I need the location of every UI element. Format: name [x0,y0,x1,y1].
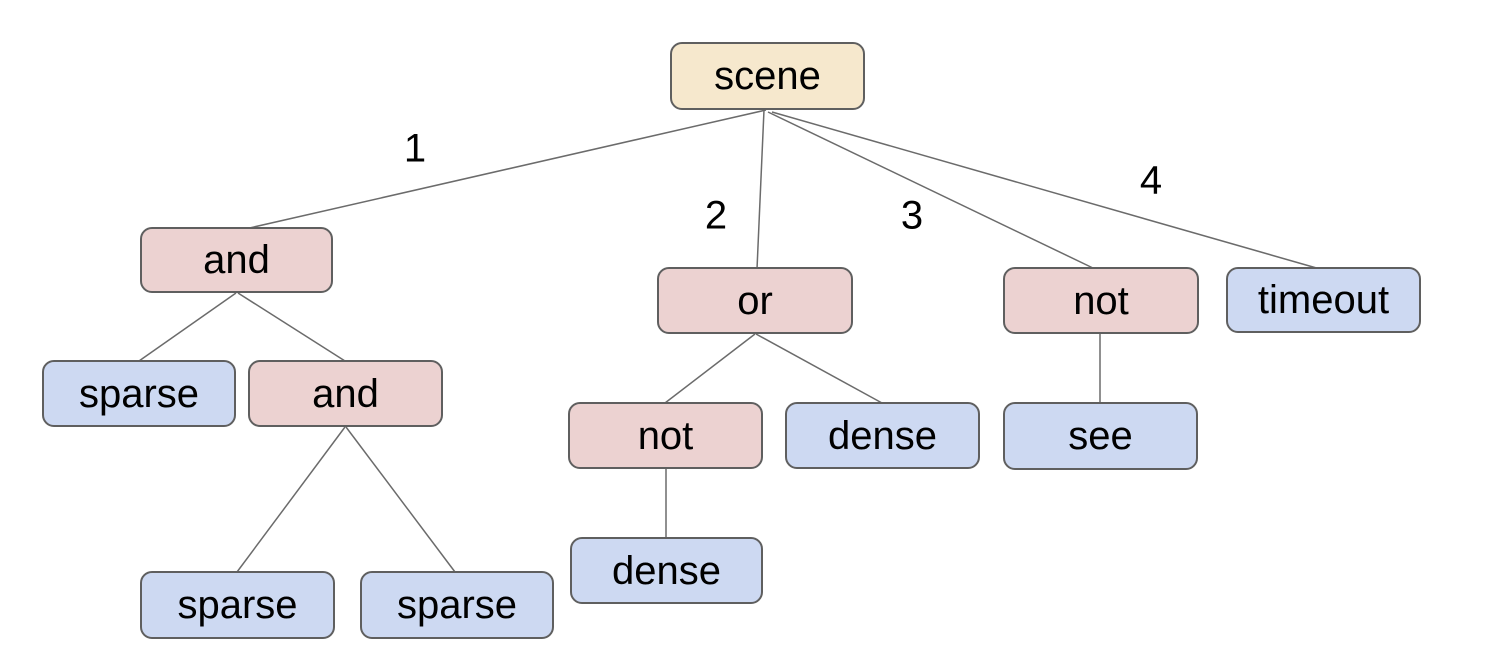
edge-and2-sparse3 [345,426,456,573]
node-timeout-1: timeout [1226,267,1421,333]
edge-label-3: 3 [900,193,924,238]
edge-label-4: 4 [1139,158,1163,203]
edge-or1-not1 [664,333,756,404]
edge-label-2: 2 [704,193,728,238]
node-dense-1: dense [785,402,980,469]
edge-and2-sparse2 [236,426,346,573]
edge-scene-or [756,109,765,270]
node-see-1: see [1003,402,1198,470]
node-sparse-3: sparse [360,571,554,639]
node-not-2: not [1003,267,1199,334]
node-and-2: and [248,360,443,427]
edge-label-1: 1 [403,126,427,171]
edge-or1-dense1 [755,333,883,404]
node-scene: scene [670,42,865,110]
edge-and1-and2 [237,292,346,362]
edge-scene-timeout [771,111,1321,270]
node-sparse-2: sparse [140,571,335,639]
node-dense-2: dense [570,537,763,604]
node-sparse-1: sparse [42,360,236,427]
node-and-1: and [140,227,333,293]
node-not-1: not [568,402,763,469]
node-or-1: or [657,267,853,334]
edge-scene-and [244,109,767,230]
edge-scene-not [767,111,1096,270]
edge-and1-sparse1 [138,292,237,362]
